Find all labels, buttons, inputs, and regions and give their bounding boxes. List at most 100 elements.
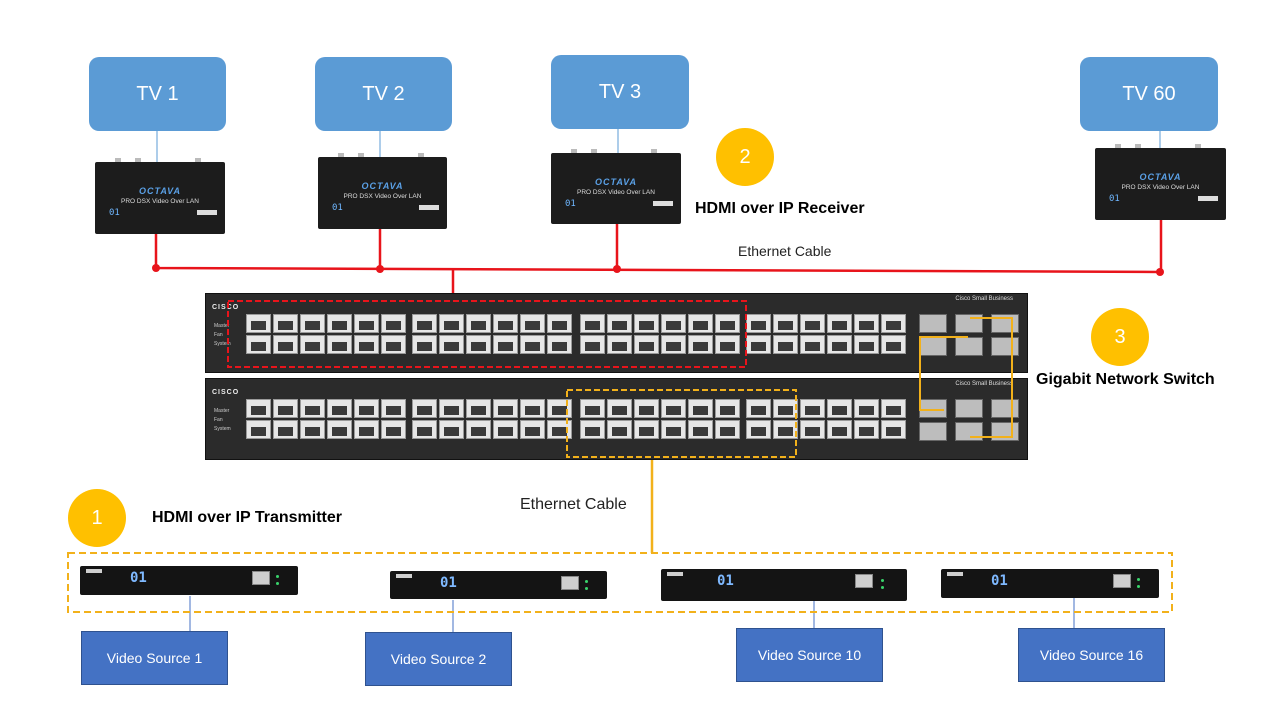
ethernet-port-icon [561,576,579,590]
device-sticker [947,572,963,576]
led-label: Master [214,323,230,329]
rj45-port [439,314,464,333]
status-led [585,587,588,590]
rj45-port [547,399,572,418]
receiver-brand: OCTAVA [1139,172,1182,182]
rj45-port [746,420,771,439]
step-number: 2 [739,145,751,168]
rj45-port [800,335,825,354]
receiver-tag [197,210,217,215]
step-1-badge: 1 [68,489,126,547]
rj45-port [381,420,406,439]
sfp-port [955,337,983,356]
rj45-port [854,335,879,354]
video-source-box[interactable]: Video Source 1 [81,631,228,685]
switch-brand: Cisco Small Business [955,381,1013,387]
hdmi-transmitter: 01 [941,569,1159,598]
hdmi-transmitter: 01 [661,569,907,601]
rj45-port [354,335,379,354]
rj45-port [273,420,298,439]
receiver-display: 01 [332,203,343,213]
sfp-port [919,314,947,333]
rj45-port [881,420,906,439]
tv-box[interactable]: TV 3 [551,55,689,129]
rj45-port [773,314,798,333]
receiver-model: PRO DSX Video Over LAN [121,198,199,205]
rj45-port [466,420,491,439]
rj45-port [412,335,437,354]
top-cable-label: Ethernet Cable [738,243,832,259]
rj45-port [688,420,713,439]
led-label: Fan [214,332,223,338]
status-led [276,575,279,578]
rj45-port [827,314,852,333]
rj45-port [439,399,464,418]
led-label: System [214,426,231,432]
rj45-port [746,399,771,418]
rj45-port [381,314,406,333]
rj45-port [246,314,271,333]
rj45-port [715,335,740,354]
video-source-box[interactable]: Video Source 16 [1018,628,1165,682]
led-label: Fan [214,417,223,423]
rj45-port [520,335,545,354]
step-number: 3 [1114,325,1126,348]
rj45-port [580,399,605,418]
port-icon [115,158,121,162]
rj45-port [688,335,713,354]
device-sticker [86,569,102,573]
rj45-port [466,314,491,333]
receiver-tag [419,205,439,210]
led-label: Master [214,408,230,414]
rj45-port [746,335,771,354]
receiver-step-label: HDMI over IP Receiver [695,200,865,217]
port-icon [651,149,657,153]
rj45-port [547,335,572,354]
rj45-port [273,335,298,354]
rj45-port [300,335,325,354]
video-source-label: Video Source 10 [757,647,862,663]
port-group [746,399,906,439]
step-3-badge: 3 [1091,308,1149,366]
hdmi-transmitter: 01 [80,566,298,595]
transmitter-port-highlight [566,389,797,458]
video-source-label: Video Source 1 [106,650,203,666]
tv-box[interactable]: TV 60 [1080,57,1218,131]
rj45-port [881,399,906,418]
rj45-port [520,399,545,418]
status-led [1137,585,1140,588]
port-group [580,314,740,354]
network-switch-lower: CISCO Cisco Small Business Master Fan Sy… [205,378,1028,460]
receiver-display: 01 [1109,194,1120,204]
rj45-port [300,420,325,439]
tv-box[interactable]: TV 1 [89,57,226,131]
rj45-port [634,420,659,439]
port-group [246,314,406,354]
video-source-box[interactable]: Video Source 2 [365,632,512,686]
port-icon [1115,144,1121,148]
tv-label: TV 2 [362,82,405,105]
receiver-model: PRO DSX Video Over LAN [1121,184,1200,191]
video-source-box[interactable]: Video Source 10 [736,628,883,682]
rj45-port [800,399,825,418]
rj45-port [412,314,437,333]
rj45-port [854,399,879,418]
rj45-port [634,399,659,418]
device-sticker [667,572,683,576]
tv-box[interactable]: TV 2 [315,57,452,131]
receiver-display: 01 [565,199,576,209]
receiver-brand: OCTAVA [139,186,181,196]
status-led [881,579,884,582]
transmitter-display: 01 [130,570,147,586]
rj45-port [634,335,659,354]
step-number: 1 [91,506,103,529]
hdmi-receiver: OCTAVA PRO DSX Video Over LAN 01 [95,158,225,234]
port-group [246,399,406,439]
rj45-port [246,420,271,439]
receiver-tag [1198,196,1218,201]
ethernet-port-icon [252,571,270,585]
rj45-port [354,420,379,439]
port-icon [135,158,141,162]
switch-step-label: Gigabit Network Switch [1036,371,1215,388]
hdmi-receiver: OCTAVA PRO DSX Video Over LAN 01 [551,149,681,224]
